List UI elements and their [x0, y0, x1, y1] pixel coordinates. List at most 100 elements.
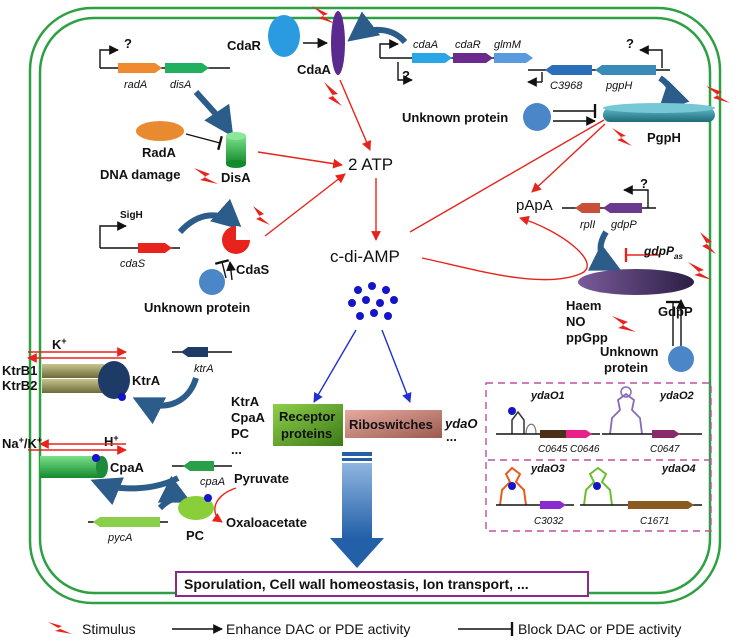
ydaO-label: ydaO [444, 416, 478, 431]
ktrB1-channel [42, 364, 104, 378]
ktrB2-channel [42, 379, 104, 393]
cpaA-label: CpaA [110, 460, 145, 475]
target-list-item: PC [231, 426, 250, 441]
cell-outer-membrane [28, 6, 722, 605]
k-ion-label: K+ [52, 336, 67, 352]
riboswitches-box [345, 410, 442, 438]
ydaO2-label: ydaO2 [659, 390, 694, 402]
gene-C3968 [545, 65, 592, 75]
cdaR-label: CdaR [227, 38, 262, 53]
stimulus-icon [312, 6, 336, 24]
cdaS-module: SigH cdaS CdaS Unknown protein [99, 198, 270, 315]
disA-to-atp-arrow [257, 151, 343, 169]
gene-gdpP-label: gdpP [611, 219, 637, 231]
radA-protein [136, 121, 184, 141]
cdaA-protein [331, 11, 345, 75]
ydaO3-label: ydaO3 [530, 463, 565, 475]
ydaO-ellipsis: ... [446, 429, 457, 444]
downstream-effect-arrow [330, 452, 384, 568]
target-list-item: KtrA [231, 394, 260, 409]
gene-C0646 [566, 430, 592, 438]
ktrA-protein [98, 361, 130, 399]
gene-ktrA-label: ktrA [194, 363, 214, 375]
radA-label: RadA [142, 145, 177, 160]
question-mark: ? [402, 68, 410, 83]
target-list-item: ... [231, 442, 242, 457]
outcome-label: Sporulation, Cell wall homeostasis, Ion … [184, 576, 529, 592]
unknown-protein-pgpH [523, 103, 551, 131]
gdpP-expression-arrow [587, 230, 622, 271]
cdaS-label: CdaS [236, 262, 270, 277]
gdpP-label: GdpP [658, 304, 693, 319]
C0646-label: C0646 [570, 444, 600, 455]
c-di-amp-label: c-di-AMP [330, 247, 400, 266]
legend-enhance-label: Enhance DAC or PDE activity [226, 621, 410, 637]
cdaA-to-atp-arrow [339, 79, 372, 151]
dna-damage-label: DNA damage [100, 167, 180, 182]
stimulus-icon [612, 316, 636, 332]
pgpH-module: ? C3968 pgpH PgpH Unknown protein [402, 36, 730, 146]
ydaO-riboswitch-panel: ydaO1 ydaO2 ydaO3 ydaO4 C0645 C0646 C064… [485, 382, 712, 532]
no-label: NO [566, 314, 586, 329]
gene-cdaS [138, 243, 172, 253]
cdaS-to-atp-arrow [264, 173, 346, 237]
stimulus-icon [612, 128, 632, 146]
gene-C0645 [540, 430, 566, 438]
gene-glmM-label: glmM [494, 39, 522, 51]
gene-pgpH [595, 65, 656, 75]
gene-disA-label: disA [170, 79, 191, 91]
legend-block-label: Block DAC or PDE activity [518, 621, 681, 637]
stimulus-icon [253, 206, 270, 225]
gene-C3032 [540, 501, 566, 509]
c-di-amp-to-gdpP-pathway [421, 215, 588, 281]
cell-inner-membrane [38, 16, 712, 595]
riboswitches-label: Riboswitches [349, 417, 433, 432]
gene-C1671 [628, 501, 694, 509]
C3032-label: C3032 [534, 516, 564, 527]
c-di-amp-molecules [348, 282, 398, 320]
stimulus-icon [194, 168, 218, 184]
disA-label: DisA [221, 170, 251, 185]
stimulus-legend-icon [48, 622, 72, 634]
gene-glmM [494, 53, 533, 63]
gene-disA [165, 63, 209, 73]
gene-cpaA [183, 461, 214, 471]
unknown-protein-gdpP [668, 346, 694, 372]
haem-label: Haem [566, 298, 601, 313]
stimulus-icon [700, 232, 716, 254]
cdaS-expression-arrow [177, 198, 243, 235]
ktrA-expression-arrow [132, 376, 199, 425]
cdaR-protein [268, 15, 300, 57]
ppgpp-label: ppGpp [566, 330, 608, 345]
legend-stimulus-label: Stimulus [82, 621, 136, 637]
cdaA-expression-arrow [347, 11, 408, 45]
gene-rplI-label: rplI [580, 219, 595, 231]
question-mark: ? [640, 176, 648, 191]
c-di-amp-to-pgpH-pathway [409, 119, 605, 233]
pyruvate-conversion-arrow [211, 487, 237, 523]
gene-ktrA [181, 347, 208, 357]
question-mark: ? [124, 36, 132, 51]
gene-pycA-label: pycA [107, 532, 132, 544]
pc-enzyme [178, 496, 214, 520]
gene-cpaA-label: cpaA [200, 476, 225, 488]
unknown-protein-pgpH-label: Unknown protein [402, 110, 508, 125]
gene-gdpP [603, 203, 642, 213]
gene-cdaS-label: cdaS [120, 258, 146, 270]
target-list-item: CpaA [231, 410, 266, 425]
na-k-ion-label: Na+/K+ [2, 435, 42, 451]
ydaO1-label: ydaO1 [530, 390, 565, 402]
ktrB1-label: KtrB1 [2, 363, 37, 378]
gene-cdaR-label: cdaR [455, 39, 481, 51]
gdpP-as-label: gdpPas [643, 244, 683, 261]
disA-protein [226, 136, 246, 164]
gene-cdaA [412, 53, 452, 63]
C0647-label: C0647 [650, 444, 680, 455]
papa-label: pApA [516, 197, 553, 214]
gdpP-protein [578, 269, 694, 295]
gene-radA [118, 63, 162, 73]
unknown-protein-gdpP-label1: Unknown [600, 344, 659, 359]
unknown-protein-gdpP-label2: protein [604, 360, 648, 375]
oxaloacetate-label: Oxaloacetate [226, 515, 307, 530]
cpaA-expression-arrow [90, 475, 180, 506]
